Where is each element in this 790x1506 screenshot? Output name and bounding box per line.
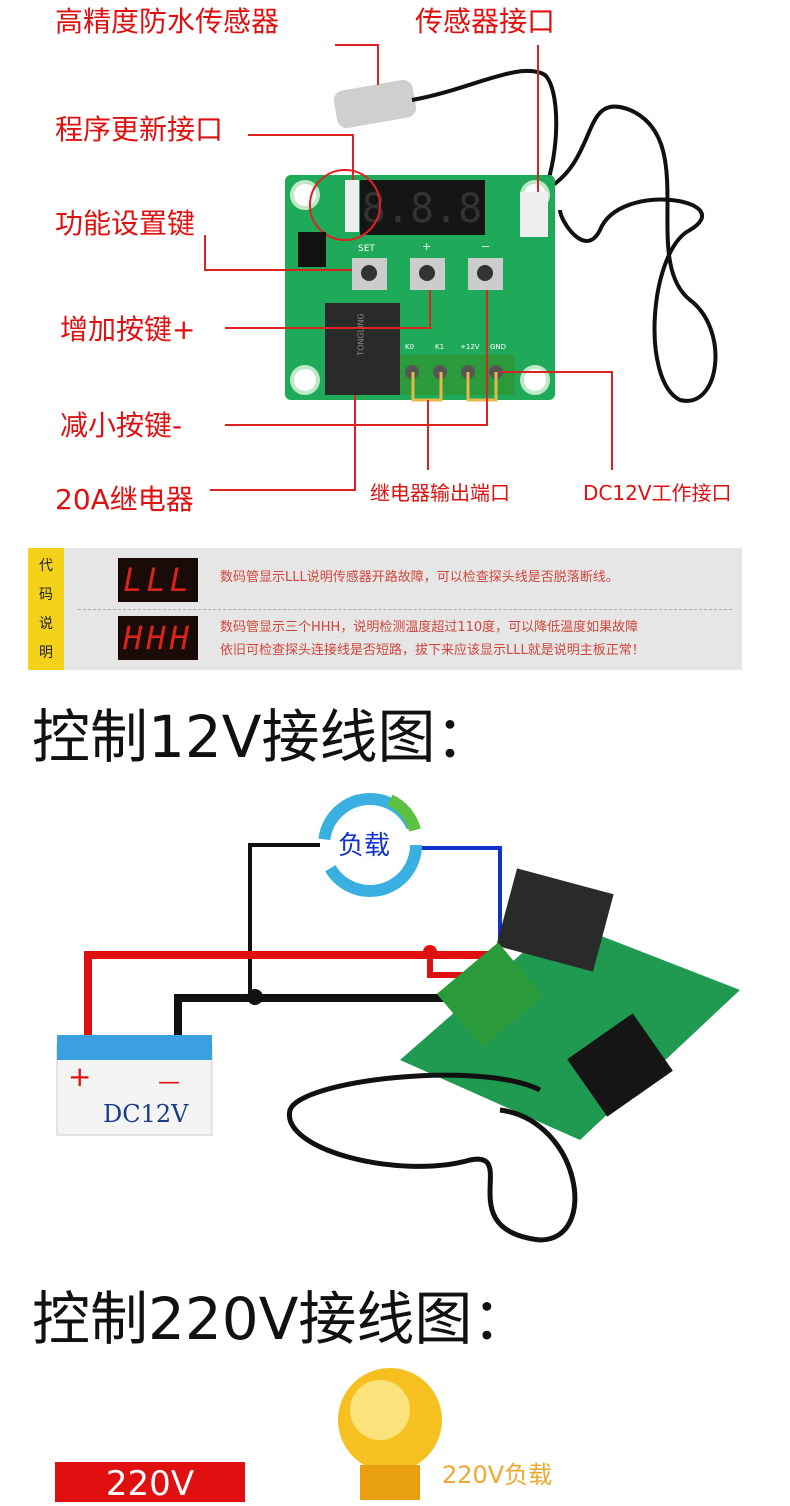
terminal-k0: K0 xyxy=(405,343,415,351)
code-side-label: 代 码 说 明 xyxy=(28,548,64,670)
battery-label: DC12V xyxy=(103,1100,189,1128)
label-dc-port: DC12V工作接口 xyxy=(583,481,732,505)
code-desc-hhh-2: 依旧可检查探头连接线是否短路，拔下来应该显示LLL就是说明主板正常！ xyxy=(220,643,645,658)
terminal-k1: K1 xyxy=(435,343,445,351)
thermostat-board: 8.8.8 xyxy=(285,169,555,402)
label-program-port: 程序更新接口 xyxy=(55,113,224,146)
battery-plus: + xyxy=(68,1060,92,1093)
svg-text:8.8.8: 8.8.8 xyxy=(362,186,482,232)
display-hhh: HHH xyxy=(118,616,198,660)
code-desc-hhh-1: 数码管显示三个HHH，说明检测温度超过110度，可以降低温度如果故障 xyxy=(220,620,639,635)
button-label-plus: + xyxy=(422,240,432,253)
side-char: 说 xyxy=(39,616,53,632)
sensor-probe xyxy=(333,69,718,403)
display-lll: LLL xyxy=(118,558,198,602)
side-char: 码 xyxy=(39,587,53,603)
source-220v-badge: 220V xyxy=(55,1462,245,1504)
side-char: 明 xyxy=(39,645,53,661)
label-relay: 20A继电器 xyxy=(55,483,194,516)
load-label-12v: 负载 xyxy=(338,831,391,861)
terminal-gnd: GND xyxy=(490,343,507,351)
battery-minus: — xyxy=(158,1070,180,1095)
button-label-minus: − xyxy=(481,240,491,253)
button-label-set: SET xyxy=(358,244,375,254)
label-sensor-port: 传感器接口 xyxy=(415,5,556,38)
leader-lines xyxy=(204,44,613,491)
code-desc-lll: 数码管显示LLL说明传感器开路故障，可以检查探头线是否脱落断线。 xyxy=(220,570,619,585)
bulb-illustration xyxy=(338,1368,442,1500)
relay-brand: TONGLING xyxy=(356,313,366,356)
divider xyxy=(78,609,732,610)
terminal-12v: +12V xyxy=(460,343,480,351)
title-220v: 控制220V接线图： xyxy=(32,1285,531,1353)
label-sensor: 高精度防水传感器 xyxy=(55,5,280,38)
label-relay-output: 继电器输出端口 xyxy=(370,481,510,505)
load-label-220v: 220V负载 xyxy=(442,1461,553,1489)
wiring-12v-diagram xyxy=(56,793,740,1243)
error-code-panel: 代 码 说 明 LLL 数码管显示LLL说明传感器开路故障，可以检查探头线是否脱… xyxy=(28,548,742,670)
label-minus-key: 减小按键- xyxy=(60,409,183,442)
label-plus-key: 增加按键+ xyxy=(60,313,196,346)
side-char: 代 xyxy=(39,558,53,574)
label-set-key: 功能设置键 xyxy=(55,207,196,240)
title-12v: 控制12V接线图： xyxy=(32,703,494,771)
